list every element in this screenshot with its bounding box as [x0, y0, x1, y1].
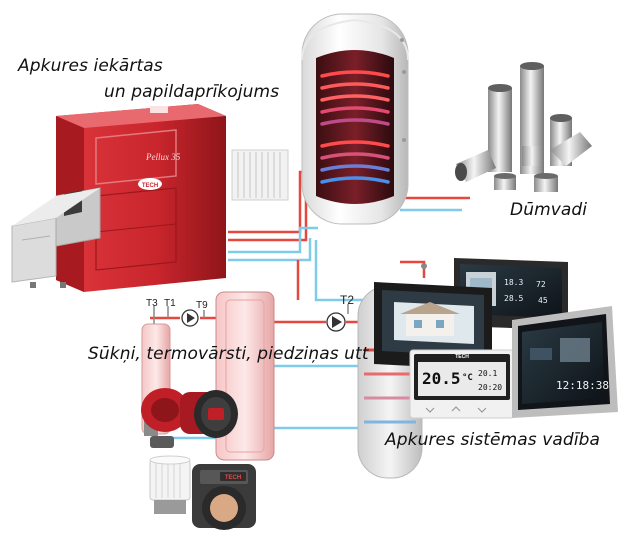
boiler-badge-text: TECH: [142, 183, 158, 189]
thermostat-unit: °C: [462, 373, 473, 383]
label-t1: T1: [164, 298, 176, 309]
label-t3: T3: [146, 298, 158, 309]
label-t9: T9: [196, 300, 208, 311]
thermostat-brand: TECH: [455, 354, 469, 360]
flue-pipes: [455, 62, 592, 192]
actuator: TECH: [192, 464, 256, 530]
storage-tank: [301, 13, 409, 225]
tablet-value-2: 72: [536, 280, 546, 289]
heating-equipment-label-line1: Apkures iekārtas: [18, 56, 163, 76]
pipework: [150, 170, 470, 440]
boiler-model: Pellux 35: [145, 152, 181, 162]
actuator-brand: TECH: [225, 475, 241, 481]
flues-label: Dūmvadi: [510, 200, 588, 220]
thermostat: TECH 20.5 °C 20.1 20:20: [409, 349, 515, 419]
boiler-badge: TECH: [138, 178, 162, 190]
pump-symbol-left: [181, 309, 199, 327]
control-panel-main: [374, 282, 492, 370]
panel-right-time: 12:18:38: [556, 379, 609, 392]
thermostat-temp-small: 20.1: [478, 369, 497, 378]
thermostat-time: 20:20: [478, 383, 502, 392]
heating-equipment-label-line2: un papildaprīkojums: [104, 82, 280, 102]
heating-control-label: Apkures sistēmas vadība: [385, 430, 601, 450]
control-panel-right: 12:18:38: [512, 306, 618, 418]
tablet-value-3: 28.5: [504, 294, 523, 303]
tablet-value-1: 18.3: [504, 278, 523, 287]
pump-symbol-t2: T2: [326, 293, 354, 332]
circulation-pump: [141, 388, 238, 448]
thermostat-temp-main: 20.5: [422, 369, 461, 388]
thermal-valve: [149, 455, 191, 514]
label-t2: T2: [340, 293, 354, 307]
pumps-valves-label: Sūkņi, termovārsti, piedziņas utt: [88, 344, 369, 364]
radiator: [231, 149, 289, 201]
boiler: TECH Pellux 35: [11, 104, 289, 292]
tablet-value-4: 45: [538, 296, 548, 305]
